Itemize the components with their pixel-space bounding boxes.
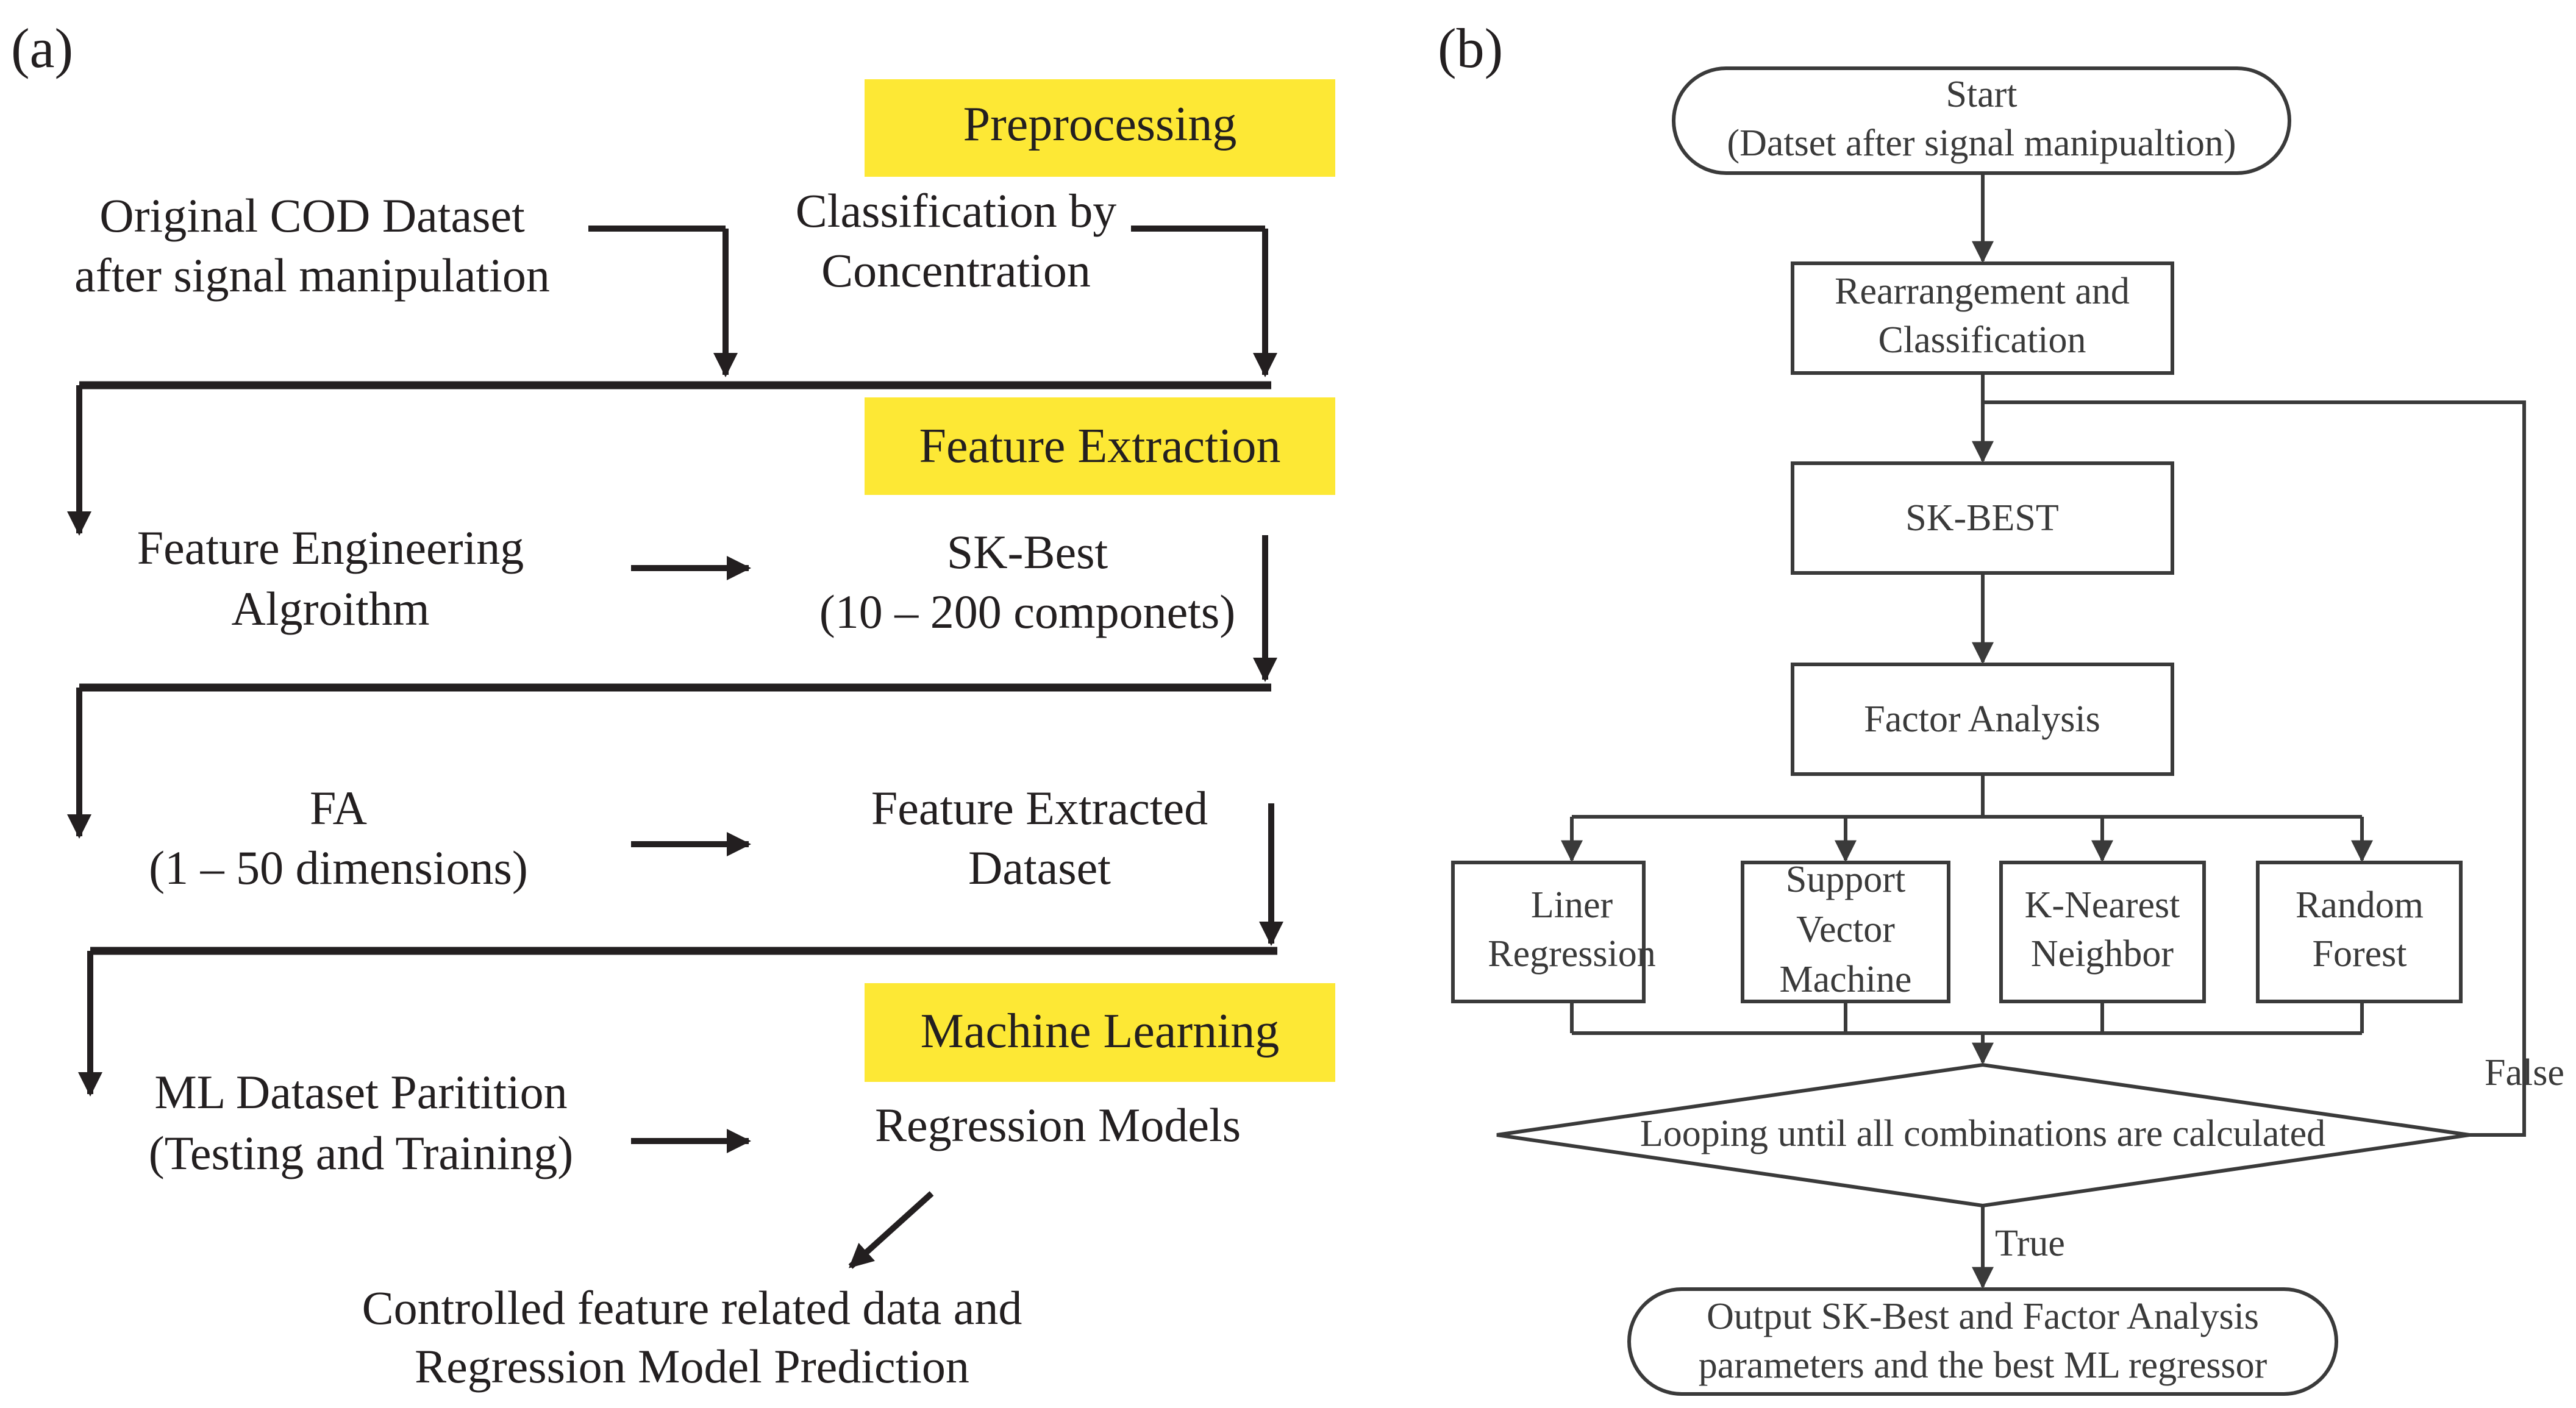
rearrangement-line2: Classification	[1878, 319, 2086, 361]
ml-dataset-line2: (Testing and Training)	[149, 1126, 574, 1179]
feature-arrows	[67, 535, 1277, 839]
output-line2: parameters and the best ML regressor	[1699, 1345, 2267, 1386]
random-forest-node	[2256, 861, 2463, 1003]
loop-decision-text: Looping until all combinations are calcu…	[1640, 1113, 2325, 1154]
rf-line2: Forest	[2313, 933, 2407, 975]
skbest-line2: (10 – 200 componets)	[819, 585, 1235, 638]
regression-models-text: Regression Models	[875, 1098, 1241, 1151]
factor-analysis-text: Factor Analysis	[1864, 699, 2100, 740]
feature-extracted-line2: Dataset	[968, 841, 1111, 894]
start-line2: (Datset after signal manipualtion)	[1727, 123, 2236, 164]
fa-line1: FA	[310, 781, 367, 834]
classification-line2: Concentration	[821, 244, 1091, 297]
liner-regression-node	[1451, 861, 1646, 1003]
original-dataset-line1: Original COD Dataset	[99, 189, 525, 242]
knn-node	[1999, 861, 2206, 1003]
false-label: False	[2485, 1052, 2564, 1093]
preprocessing-heading: Preprocessing	[963, 98, 1237, 151]
classification-line1: Classification by	[796, 184, 1116, 237]
diagonal-arrow	[848, 1191, 934, 1269]
skbest-line1: SK-Best	[947, 525, 1108, 578]
start-line1: Start	[1946, 74, 2017, 115]
rearrangement-line1: Rearrangement and	[1835, 271, 2130, 312]
feature-extraction-heading: Feature Extraction	[919, 419, 1280, 473]
panel-a: (a) Preprocessing Original COD Dataset a…	[11, 17, 1335, 1393]
panel-a-label: (a)	[11, 17, 73, 79]
svm-line1: Support	[1786, 859, 1905, 900]
flowchart-connectors	[1561, 173, 2526, 1289]
liner-line2: Regression	[1488, 933, 1656, 975]
svm-line3: Machine	[1780, 959, 1912, 1000]
feature-extraction-highlight	[865, 397, 1335, 495]
machine-learning-heading: Machine Learning	[921, 1004, 1280, 1058]
liner-line1: Liner	[1531, 884, 1613, 926]
true-label: True	[1995, 1223, 2065, 1264]
controlled-line1: Controlled feature related data and	[362, 1281, 1022, 1334]
preprocessing-highlight	[865, 79, 1335, 177]
fa-arrows	[78, 803, 1283, 1097]
preprocessing-arrows	[67, 226, 1277, 536]
flowchart-shapes	[1451, 66, 2470, 1396]
false-loop-line	[1983, 400, 2526, 1137]
output-line1: Output SK-Best and Factor Analysis	[1707, 1296, 2259, 1337]
feature-engineering-line1: Feature Engineering	[137, 521, 524, 574]
panel-b-label: (b)	[1438, 17, 1503, 79]
ml-arrows	[631, 1129, 934, 1269]
output-node	[1627, 1287, 2338, 1396]
rf-line1: Random	[2296, 884, 2424, 926]
controlled-line2: Regression Model Prediction	[415, 1340, 969, 1393]
knn-line1: K-Nearest	[2025, 884, 2180, 926]
panel-b: (b)	[1438, 17, 2564, 1396]
svm-line2: Vector	[1796, 909, 1895, 950]
feature-extracted-line1: Feature Extracted	[871, 781, 1208, 834]
ml-dataset-line1: ML Dataset Paritition	[154, 1065, 567, 1118]
feature-engineering-line2: Algroithm	[232, 582, 430, 635]
knn-line2: Neighbor	[2031, 933, 2174, 975]
original-dataset-line2: after signal manipulation	[74, 249, 550, 302]
skbest-text: SK-BEST	[1905, 497, 2058, 539]
fa-line2: (1 – 50 dimensions)	[149, 841, 528, 894]
machine-learning-highlight	[865, 983, 1335, 1082]
